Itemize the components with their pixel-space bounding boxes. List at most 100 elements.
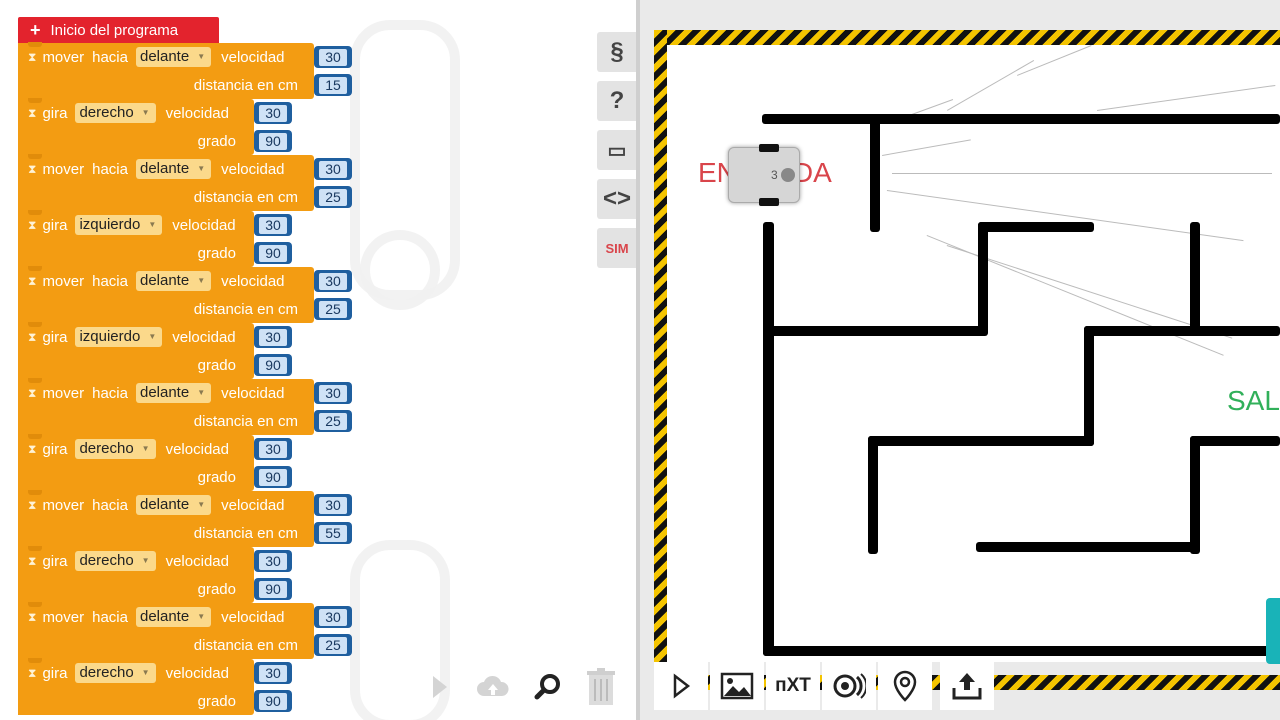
param-value: 25 xyxy=(319,300,347,318)
dropdown-caret-icon: ▼ xyxy=(197,164,206,173)
maze-wall xyxy=(1190,222,1200,334)
sim-position-button[interactable] xyxy=(878,662,932,710)
speed-input[interactable]: 30 xyxy=(254,102,292,124)
speed-input[interactable]: 30 xyxy=(254,550,292,572)
direction-dropdown[interactable]: delante▼ xyxy=(135,495,212,515)
direction-dropdown[interactable]: derecho▼ xyxy=(75,663,156,683)
param-input[interactable]: 90 xyxy=(254,578,292,600)
param-label: distancia en cm xyxy=(193,188,298,206)
speed-input[interactable]: 30 xyxy=(254,438,292,460)
cloud-upload-icon[interactable] xyxy=(475,664,511,710)
speed-input[interactable]: 30 xyxy=(314,46,352,68)
zoom-icon[interactable] xyxy=(530,664,566,710)
program-start-block[interactable]: + Inicio del programa xyxy=(18,17,219,43)
sim-background-button[interactable] xyxy=(710,662,764,710)
sensor-beam xyxy=(892,173,1272,174)
speed-input[interactable]: 30 xyxy=(314,382,352,404)
sim-icon: SIM xyxy=(605,240,629,256)
speed-input[interactable]: 30 xyxy=(314,494,352,516)
block-keyword: gira xyxy=(42,664,68,682)
trash-icon[interactable] xyxy=(583,664,619,710)
speed-input[interactable]: 30 xyxy=(254,662,292,684)
code-view-button[interactable]: <> xyxy=(597,179,636,219)
direction-value: delante xyxy=(139,160,190,177)
comments-button[interactable]: ▭ xyxy=(597,130,636,170)
maze-wall xyxy=(978,222,1094,232)
dropdown-caret-icon: ▼ xyxy=(148,220,157,229)
sim-button[interactable]: SIM xyxy=(597,228,636,268)
sim-sensor-button[interactable] xyxy=(822,662,876,710)
source-code-button[interactable]: § xyxy=(597,32,636,72)
arena-border-left xyxy=(654,30,667,662)
param-input[interactable]: 90 xyxy=(254,466,292,488)
hourglass-icon: ⧗ xyxy=(28,161,37,176)
direction-dropdown[interactable]: derecho▼ xyxy=(75,551,156,571)
direction-dropdown[interactable]: delante▼ xyxy=(135,271,212,291)
block-row: grado xyxy=(18,239,254,267)
direction-dropdown[interactable]: delante▼ xyxy=(135,383,212,403)
block-row: grado xyxy=(18,351,254,379)
direction-dropdown[interactable]: derecho▼ xyxy=(75,103,156,123)
direction-dropdown[interactable]: delante▼ xyxy=(135,607,212,627)
block-row: distancia en cm xyxy=(18,183,314,211)
speed-value: 30 xyxy=(319,272,347,290)
param-value: 90 xyxy=(259,468,287,486)
param-input[interactable]: 90 xyxy=(254,130,292,152)
speed-input[interactable]: 30 xyxy=(314,606,352,628)
dropdown-caret-icon: ▼ xyxy=(148,332,157,341)
param-input[interactable]: 25 xyxy=(314,186,352,208)
param-input[interactable]: 90 xyxy=(254,690,292,712)
speed-input[interactable]: 30 xyxy=(254,214,292,236)
param-input[interactable]: 25 xyxy=(314,634,352,656)
param-input[interactable]: 25 xyxy=(314,410,352,432)
help-button[interactable]: ? xyxy=(597,81,636,121)
block-keyword: gira xyxy=(42,328,68,346)
param-label: distancia en cm xyxy=(193,300,298,318)
speed-value: 30 xyxy=(259,664,287,682)
sim-play-button[interactable] xyxy=(654,662,708,710)
direction-dropdown[interactable]: delante ▼ xyxy=(135,159,212,179)
play-icon xyxy=(673,673,691,699)
param-label: grado xyxy=(197,580,236,598)
maze-wall xyxy=(1190,436,1200,554)
param-input[interactable]: 90 xyxy=(254,242,292,264)
sim-robot-type-button[interactable]: пXT xyxy=(766,662,820,710)
direction-dropdown[interactable]: delante▼ xyxy=(135,47,212,67)
direction-dropdown[interactable]: derecho▼ xyxy=(75,439,156,459)
sim-import-button[interactable] xyxy=(940,662,994,710)
dropdown-caret-icon: ▼ xyxy=(141,668,150,677)
param-input[interactable]: 15 xyxy=(314,74,352,96)
run-disabled-icon[interactable] xyxy=(425,664,455,710)
speed-value: 30 xyxy=(259,440,287,458)
param-input[interactable]: 25 xyxy=(314,298,352,320)
speed-input[interactable]: 30 xyxy=(254,326,292,348)
param-label: distancia en cm xyxy=(193,524,298,542)
direction-value: izquierdo xyxy=(79,328,141,345)
hourglass-icon: ⧗ xyxy=(28,105,37,120)
sim-side-tab[interactable] xyxy=(1266,598,1280,664)
direction-dropdown[interactable]: izquierdo ▼ xyxy=(75,327,163,347)
simulation-toolbar: пXT xyxy=(654,660,1280,714)
direction-dropdown[interactable]: izquierdo▼ xyxy=(75,215,163,235)
param-input[interactable]: 90 xyxy=(254,354,292,376)
robot[interactable]: 3 xyxy=(728,144,800,206)
param-input[interactable]: 55 xyxy=(314,522,352,544)
hourglass-icon: ⧗ xyxy=(28,665,37,680)
speed-input[interactable]: 30 xyxy=(314,270,352,292)
speed-input[interactable]: 30 xyxy=(314,158,352,180)
hourglass-icon: ⧗ xyxy=(28,329,37,344)
